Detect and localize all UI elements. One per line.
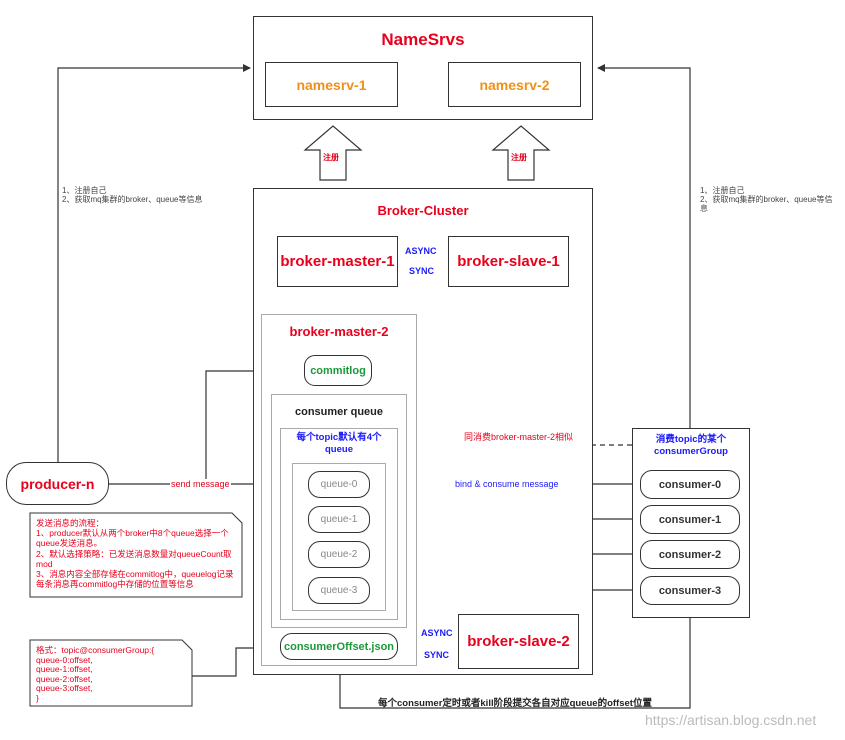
consumer-group-title: 消费topic的某个consumerGroup [654, 434, 728, 457]
sync-label-1: SYNC [409, 266, 435, 276]
offset-format-note: 格式：topic@consumerGroup:{ queue-0:offset,… [36, 645, 155, 703]
offset-commit-label: 每个consumer定时或者kill阶段提交各自对应queue的offset位置 [378, 698, 652, 709]
namesrv-1-node: namesrv-1 [265, 62, 398, 107]
broker-master-2-title: broker-master-2 [289, 324, 389, 339]
consumer-namesrv-note: 1、注册自己 2、获取mq集群的broker、queue等信息 [700, 186, 833, 214]
register-arrow-1 [303, 125, 363, 181]
broker-cluster-title: Broker-Cluster [377, 203, 469, 218]
broker-master-1-node: broker-master-1 [277, 236, 398, 287]
queue-0: queue-0 [308, 471, 370, 498]
queue-1: queue-1 [308, 506, 370, 533]
register-label-1: 注册 [323, 153, 339, 162]
offset-commit-line [336, 618, 691, 709]
topic-queue-title: 每个topic默认有4个queue [296, 432, 382, 455]
consumer-offset-json-node: consumerOffset.json [280, 633, 398, 660]
register-arrow-2 [491, 125, 551, 181]
queue-3: queue-3 [308, 577, 370, 604]
broker-slave-1-node: broker-slave-1 [448, 236, 569, 287]
async-label-2: ASYNC [421, 628, 453, 638]
send-flow-note: 发送消息的流程： 1、producer默认从两个broker中8个queue选择… [36, 518, 234, 590]
producer-to-namesrv-line [57, 64, 251, 468]
queue-2: queue-2 [308, 541, 370, 568]
namesrv-2-node: namesrv-2 [448, 62, 581, 107]
consumer-queue-title: consumer queue [294, 406, 384, 418]
bind-consume-label: bind & consume message [454, 479, 560, 489]
watermark-text: https://artisan.blog.csdn.net [645, 712, 817, 728]
sync-label-2: SYNC [424, 650, 450, 660]
producer-n-node: producer-n [6, 462, 109, 505]
dashed-sync-note: 同消费broker-master-2相似 [464, 432, 574, 442]
register-label-2: 注册 [511, 153, 527, 162]
consumer-3-node: consumer-3 [640, 576, 740, 605]
send-flow-note-shape [29, 512, 243, 598]
consumer-0-node: consumer-0 [640, 470, 740, 499]
commitlog-node: commitlog [304, 355, 372, 386]
offset-note-shape [29, 639, 193, 707]
consumer-1-node: consumer-1 [640, 505, 740, 534]
producer-namesrv-note: 1、注册自己 2、获取mq集群的broker、queue等信息 [62, 186, 203, 205]
namesrvs-title: NameSrvs [381, 30, 465, 49]
send-message-label: send message [170, 479, 231, 489]
broker-slave-2-node: broker-slave-2 [458, 614, 579, 669]
consumer-2-node: consumer-2 [640, 540, 740, 569]
consumer-to-namesrv-line [597, 64, 691, 428]
async-label-1: ASYNC [405, 246, 437, 256]
